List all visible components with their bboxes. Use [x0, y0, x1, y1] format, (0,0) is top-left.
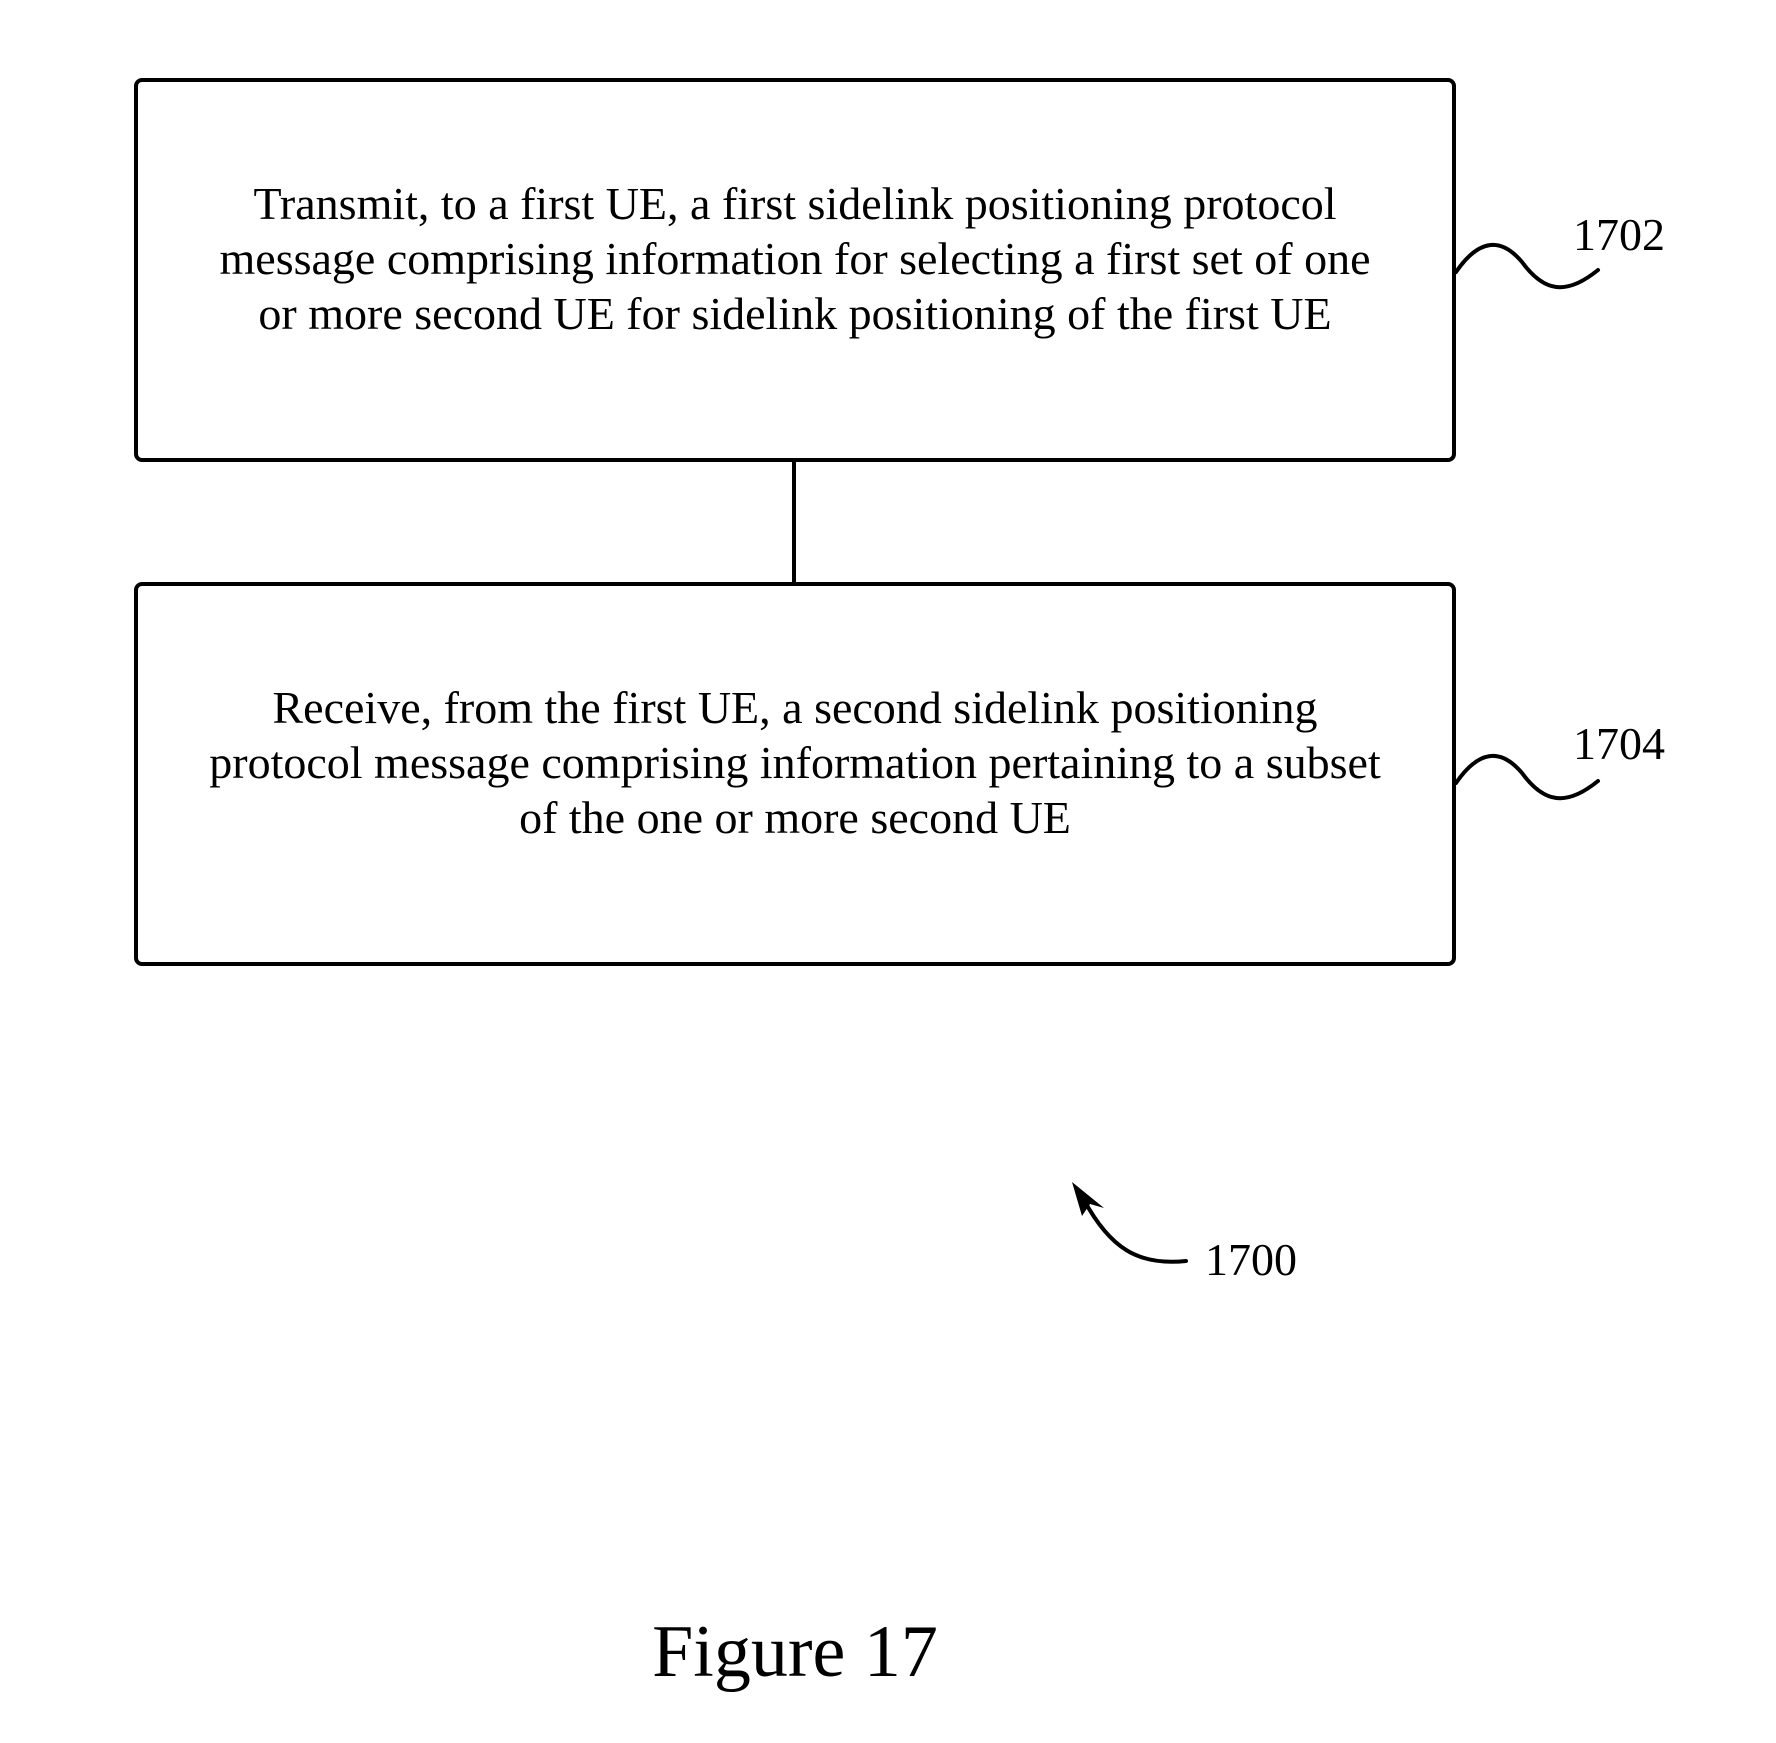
- arrow-1700-curve: [1082, 1198, 1188, 1264]
- arrow-1700-head: [1072, 1182, 1104, 1216]
- ref-label-1702: 1702: [1573, 209, 1665, 260]
- step-box-1702: Transmit, to a first UE, a first sidelin…: [134, 78, 1456, 462]
- step-text-1702: Transmit, to a first UE, a first sidelin…: [219, 177, 1371, 339]
- figure-title: Figure 17: [652, 1611, 938, 1693]
- step-box-1704: Receive, from the first UE, a second sid…: [134, 582, 1456, 966]
- ref-label-1700: 1700: [1205, 1234, 1297, 1285]
- connector-line: [792, 462, 796, 582]
- ref-label-1704: 1704: [1573, 718, 1665, 769]
- step-text-1704: Receive, from the first UE, a second sid…: [209, 681, 1381, 843]
